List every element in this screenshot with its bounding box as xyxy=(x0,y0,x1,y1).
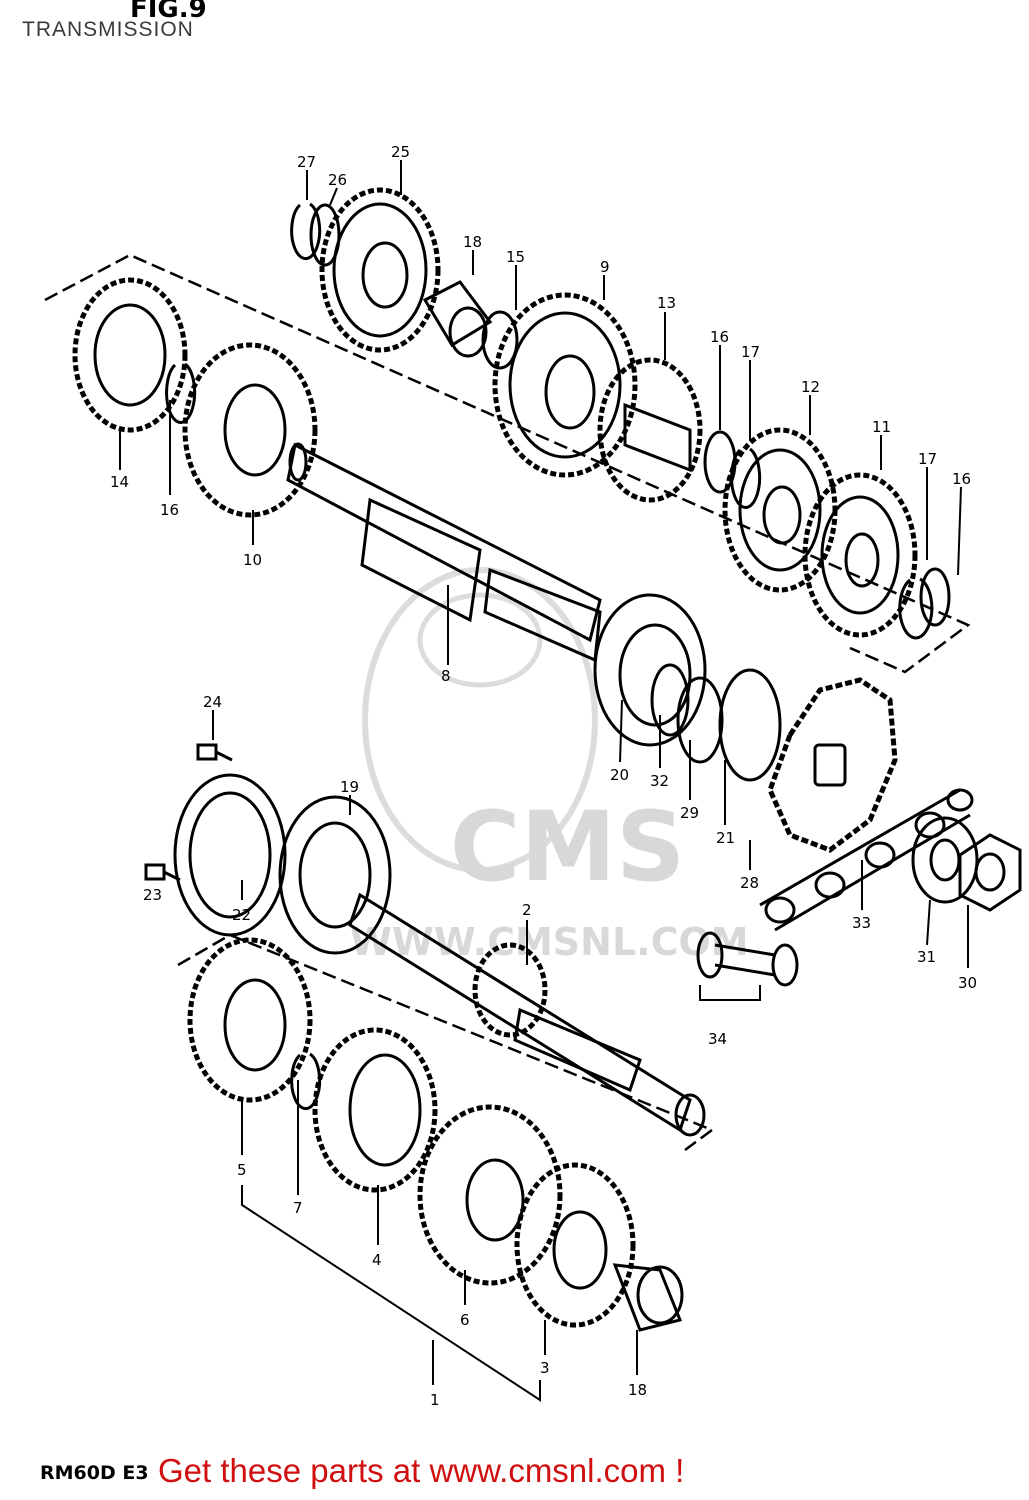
callout-18: 18 xyxy=(463,233,482,251)
bearing-20 xyxy=(593,593,707,747)
figure-number: FIG.9 xyxy=(130,0,207,24)
leader-lines xyxy=(119,160,969,1385)
callout-5: 5 xyxy=(237,1161,247,1179)
callout-2: 2 xyxy=(522,901,532,919)
gear-12 xyxy=(722,427,838,593)
drive-chain-33 xyxy=(759,788,974,932)
circlip-16-left xyxy=(165,362,197,424)
callout-33: 33 xyxy=(852,914,871,932)
cmsnl-parts-link[interactable]: Get these parts at www.cmsnl.com ! xyxy=(158,1452,685,1489)
callout-28: 28 xyxy=(740,874,759,892)
gear-5 xyxy=(187,937,313,1103)
watermark-url-text: WWW.CMSNL.COM xyxy=(350,920,749,964)
callout-12: 12 xyxy=(801,378,820,396)
gear-3 xyxy=(514,1162,636,1328)
gear-9 xyxy=(492,292,638,478)
countershaft-8 xyxy=(286,442,602,663)
chain-group xyxy=(696,788,1022,1001)
callout-9: 9 xyxy=(600,258,610,276)
callout-16-lower: 16 xyxy=(952,470,971,488)
callout-1: 1 xyxy=(430,1391,440,1409)
callout-3: 3 xyxy=(540,1359,550,1377)
oring-32 xyxy=(650,663,690,737)
callout-22: 22 xyxy=(232,906,251,924)
callout-26: 26 xyxy=(328,171,347,189)
countershaft-assembly xyxy=(44,187,971,674)
seal-21 xyxy=(718,668,782,782)
engine-sprocket-28 xyxy=(767,677,898,853)
callout-24: 24 xyxy=(203,693,222,711)
main-shaft-pinion xyxy=(472,942,548,1038)
callout-4: 4 xyxy=(372,1251,382,1269)
callout-labels: 27 26 25 18 15 9 13 16 17 12 11 17 16 14… xyxy=(110,143,977,1409)
callout-25: 25 xyxy=(391,143,410,161)
callout-17-upper: 17 xyxy=(741,343,760,361)
circlip-7 xyxy=(290,1052,322,1111)
washer-26 xyxy=(309,203,341,267)
gear-14 xyxy=(72,277,188,433)
main-gear-group-border xyxy=(177,933,715,1152)
circlip-17-lower xyxy=(898,577,934,640)
callout-30: 30 xyxy=(958,974,977,992)
callout-21: 21 xyxy=(716,829,735,847)
callout-31: 31 xyxy=(917,948,936,966)
callout-7: 7 xyxy=(293,1199,303,1217)
callout-11: 11 xyxy=(872,418,891,436)
callout-13: 13 xyxy=(657,294,676,312)
gear-13 xyxy=(597,357,703,503)
callout-10: 10 xyxy=(243,551,262,569)
callout-27: 27 xyxy=(297,153,316,171)
callout-14: 14 xyxy=(110,473,129,491)
callout-20: 20 xyxy=(610,766,629,784)
needle-bearing-18-lower xyxy=(612,1263,684,1332)
chain-joint-34 xyxy=(696,931,799,1001)
countershaft-group-border xyxy=(44,253,971,674)
bearing-18 xyxy=(422,280,493,358)
gear-10 xyxy=(182,342,318,518)
gear-6 xyxy=(417,1104,563,1286)
main-gear-group xyxy=(177,933,715,1402)
screw-23 xyxy=(144,863,181,882)
drive-bearing-group xyxy=(593,593,898,853)
callout-17-lower: 17 xyxy=(918,450,937,468)
callout-16-left: 16 xyxy=(160,501,179,519)
callout-8: 8 xyxy=(441,667,451,685)
watermark-logo-text: CMS xyxy=(450,791,685,903)
bearing-retainer-22 xyxy=(173,773,287,937)
diagram-title: TRANSMISSION xyxy=(22,18,194,41)
callout-6: 6 xyxy=(460,1311,470,1329)
main-shaft-assembly-bracket xyxy=(241,1185,541,1402)
cmsnl-watermark: CMS WWW.CMSNL.COM xyxy=(350,567,749,964)
nut-30 xyxy=(958,833,1022,912)
callout-15: 15 xyxy=(506,248,525,266)
callout-34: 34 xyxy=(708,1030,727,1048)
washer-15 xyxy=(481,310,519,370)
circlip-27 xyxy=(290,202,322,261)
bearing-19 xyxy=(278,795,392,955)
washer-16-lower xyxy=(919,567,951,627)
gear-4 xyxy=(312,1027,438,1193)
callout-23: 23 xyxy=(143,886,162,904)
callout-32: 32 xyxy=(650,772,669,790)
screw-24 xyxy=(196,743,233,762)
callout-29: 29 xyxy=(680,804,699,822)
gear-11 xyxy=(802,472,918,638)
callout-18-lower: 18 xyxy=(628,1381,647,1399)
callout-19: 19 xyxy=(340,778,359,796)
gear-25 xyxy=(319,187,441,353)
callout-16-upper: 16 xyxy=(710,328,729,346)
model-code: RM60D E3 xyxy=(40,1462,149,1484)
spacer-29 xyxy=(676,676,724,764)
